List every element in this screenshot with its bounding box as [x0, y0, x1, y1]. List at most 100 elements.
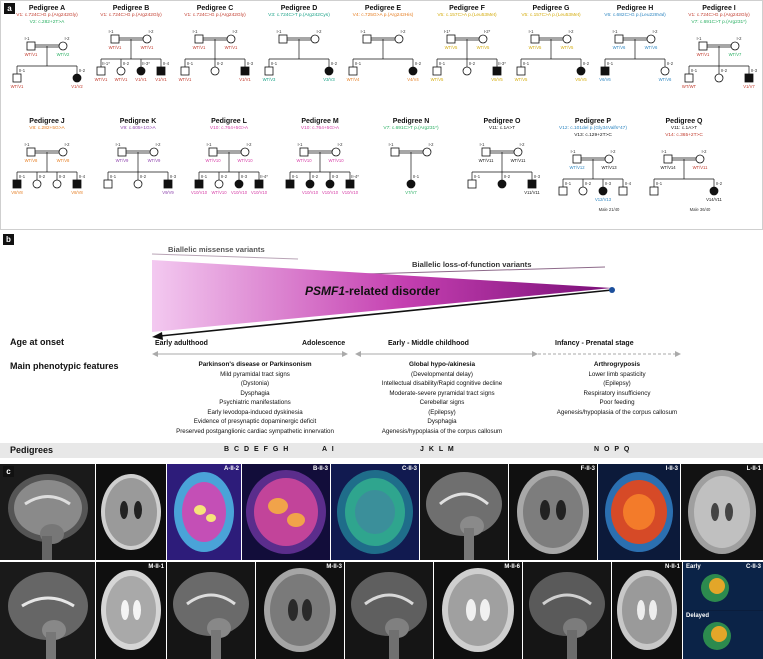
gen2-id: II-3 — [170, 174, 177, 179]
offspring-symbol — [52, 179, 62, 189]
gen1-id: I-1 — [361, 29, 367, 34]
pedigree-variant: V7: c.691C>T p.(Arg231*) — [691, 20, 747, 25]
gen2-id: II-2 — [123, 61, 130, 66]
offspring-symbol — [600, 66, 610, 76]
offspring-symbol — [709, 186, 719, 196]
mri-axial-l: L-II-1 — [681, 464, 763, 560]
offspring-symbol — [254, 179, 264, 189]
offspring-symbol — [660, 66, 670, 76]
pedigree-title: Pedigree F — [449, 5, 485, 12]
offspring-symbol — [325, 179, 335, 189]
pedigree-variant: V1: c.724C>G p.(Arg242Gly) — [16, 13, 78, 18]
gen1-genotype: WT/V5 — [561, 45, 574, 50]
gen2-genotype: V10/V10 — [191, 190, 208, 195]
offspring-symbol — [578, 186, 588, 196]
pedigree-title: Pedigree G — [532, 5, 570, 12]
feature-item: Intellectual disability/Rapid cognitive … — [381, 380, 503, 387]
gen2-id: II-3 — [247, 61, 254, 66]
pedigree-title: Pedigree O — [483, 118, 521, 125]
gen2-id: II-2 — [39, 174, 46, 179]
gen2-id: II-1 — [110, 174, 117, 179]
offspring-symbol — [103, 179, 113, 189]
gen2-id: II-1 — [691, 68, 698, 73]
gen1-id: I-1 — [613, 29, 619, 34]
pedigree-title: Pedigree H — [616, 5, 654, 12]
feature-item: Moderate-severe pyramidal tract signs — [389, 389, 495, 397]
offspring-symbol — [210, 66, 220, 76]
pedigree-variant: V13: c.129+2T>C — [574, 133, 612, 138]
offspring-symbol — [406, 179, 416, 189]
gen1-id: I-1 — [697, 36, 703, 41]
feature-item: Preserved postganglionic cardiac sympath… — [176, 427, 334, 435]
offspring-symbol — [240, 66, 250, 76]
father-symbol — [446, 34, 456, 44]
gen2-id: II-3 — [241, 174, 248, 179]
offspring-symbol — [136, 66, 146, 76]
features-prenatal: Arthrogryposis Lower limb spasticity(Epi… — [532, 360, 702, 417]
offspring-symbol — [649, 186, 659, 196]
pedigree-variant: V14: c.365+2T>C — [665, 133, 703, 138]
pedigree-title: Pedigree K — [119, 118, 157, 125]
offspring-symbol — [305, 179, 315, 189]
gen1-genotype: WT/V6 — [613, 45, 626, 50]
pedigree-group-adult: B C D E F G H — [224, 446, 289, 453]
gen1-id: I-1 — [25, 36, 31, 41]
gen2-id: II-1 — [523, 61, 530, 66]
features-adult-list: Mild pyramidal tract signs(Dystonia)Dysp… — [170, 370, 340, 437]
gen2-genotype: WT/V1 — [179, 77, 192, 82]
gen2-id: II-2 — [217, 61, 224, 66]
features-prenatal-list: Lower limb spasticity(Epilepsy)Respirato… — [532, 370, 702, 418]
image-label-c-ii-3: C-II-3 — [402, 466, 417, 472]
gen2-genotype: V8/V8 — [11, 190, 23, 195]
gen2-genotype: V1/V1 — [155, 77, 167, 82]
offspring-symbol — [96, 66, 106, 76]
pedigrees-strip: Pedigrees B C D E F G H A I J K L M N O … — [0, 443, 763, 458]
scintigraphy-c: C-II-3 Early Delayed — [683, 562, 763, 659]
offspring-symbol — [194, 179, 204, 189]
gen2-genotype: WT/WT — [682, 84, 697, 89]
panel-a-label: a — [4, 3, 15, 14]
feature-item: Dysphagia — [240, 389, 270, 397]
gen2-id: II-1 — [656, 181, 663, 186]
father-symbol — [278, 34, 288, 44]
offspring-symbol — [684, 73, 694, 83]
gen2-id: II-3 — [534, 174, 541, 179]
mri-axial-n: N-II-1 — [612, 562, 682, 659]
gen1-id: I-1 — [116, 142, 122, 147]
offspring-symbol — [492, 66, 502, 76]
gen2-id: II-1 — [439, 61, 446, 66]
offspring-symbol — [264, 66, 274, 76]
gen1-genotype: WT/V8 — [25, 158, 38, 163]
offspring-symbol — [72, 73, 82, 83]
gen2-id: II-2 — [716, 181, 723, 186]
gen2-genotype: V11/V11 — [524, 190, 540, 195]
gen2-genotype: V3/V3 — [323, 77, 335, 82]
gen1-genotype: WT/V14 — [660, 165, 676, 170]
father-symbol — [299, 147, 309, 157]
feature-item: Evidence of presynaptic dopaminergic def… — [193, 418, 317, 425]
gen2-id: II-2 — [331, 61, 338, 66]
gen1-id: I-2 — [569, 29, 575, 34]
feature-item: Lower limb spasticity — [588, 370, 646, 378]
pedigree-variant: V10: c.764+5G>A — [209, 126, 249, 131]
gen2-id: II-4* — [351, 174, 359, 179]
pedigree-variant: V11: c.1A>T — [670, 126, 698, 131]
feature-item: Mild pyramidal tract signs — [220, 370, 290, 378]
mother-symbol — [226, 34, 236, 44]
pedigree-variant: V1: c.724C>G p.(Arg242Gly) — [688, 13, 750, 18]
gen2-genotype: V6/V6 — [599, 77, 611, 82]
father-symbol — [530, 34, 540, 44]
gen1-id: I-2 — [338, 142, 344, 147]
pedigree-variant: V10: c.764+5G>A — [300, 126, 340, 131]
father-symbol — [390, 147, 400, 157]
